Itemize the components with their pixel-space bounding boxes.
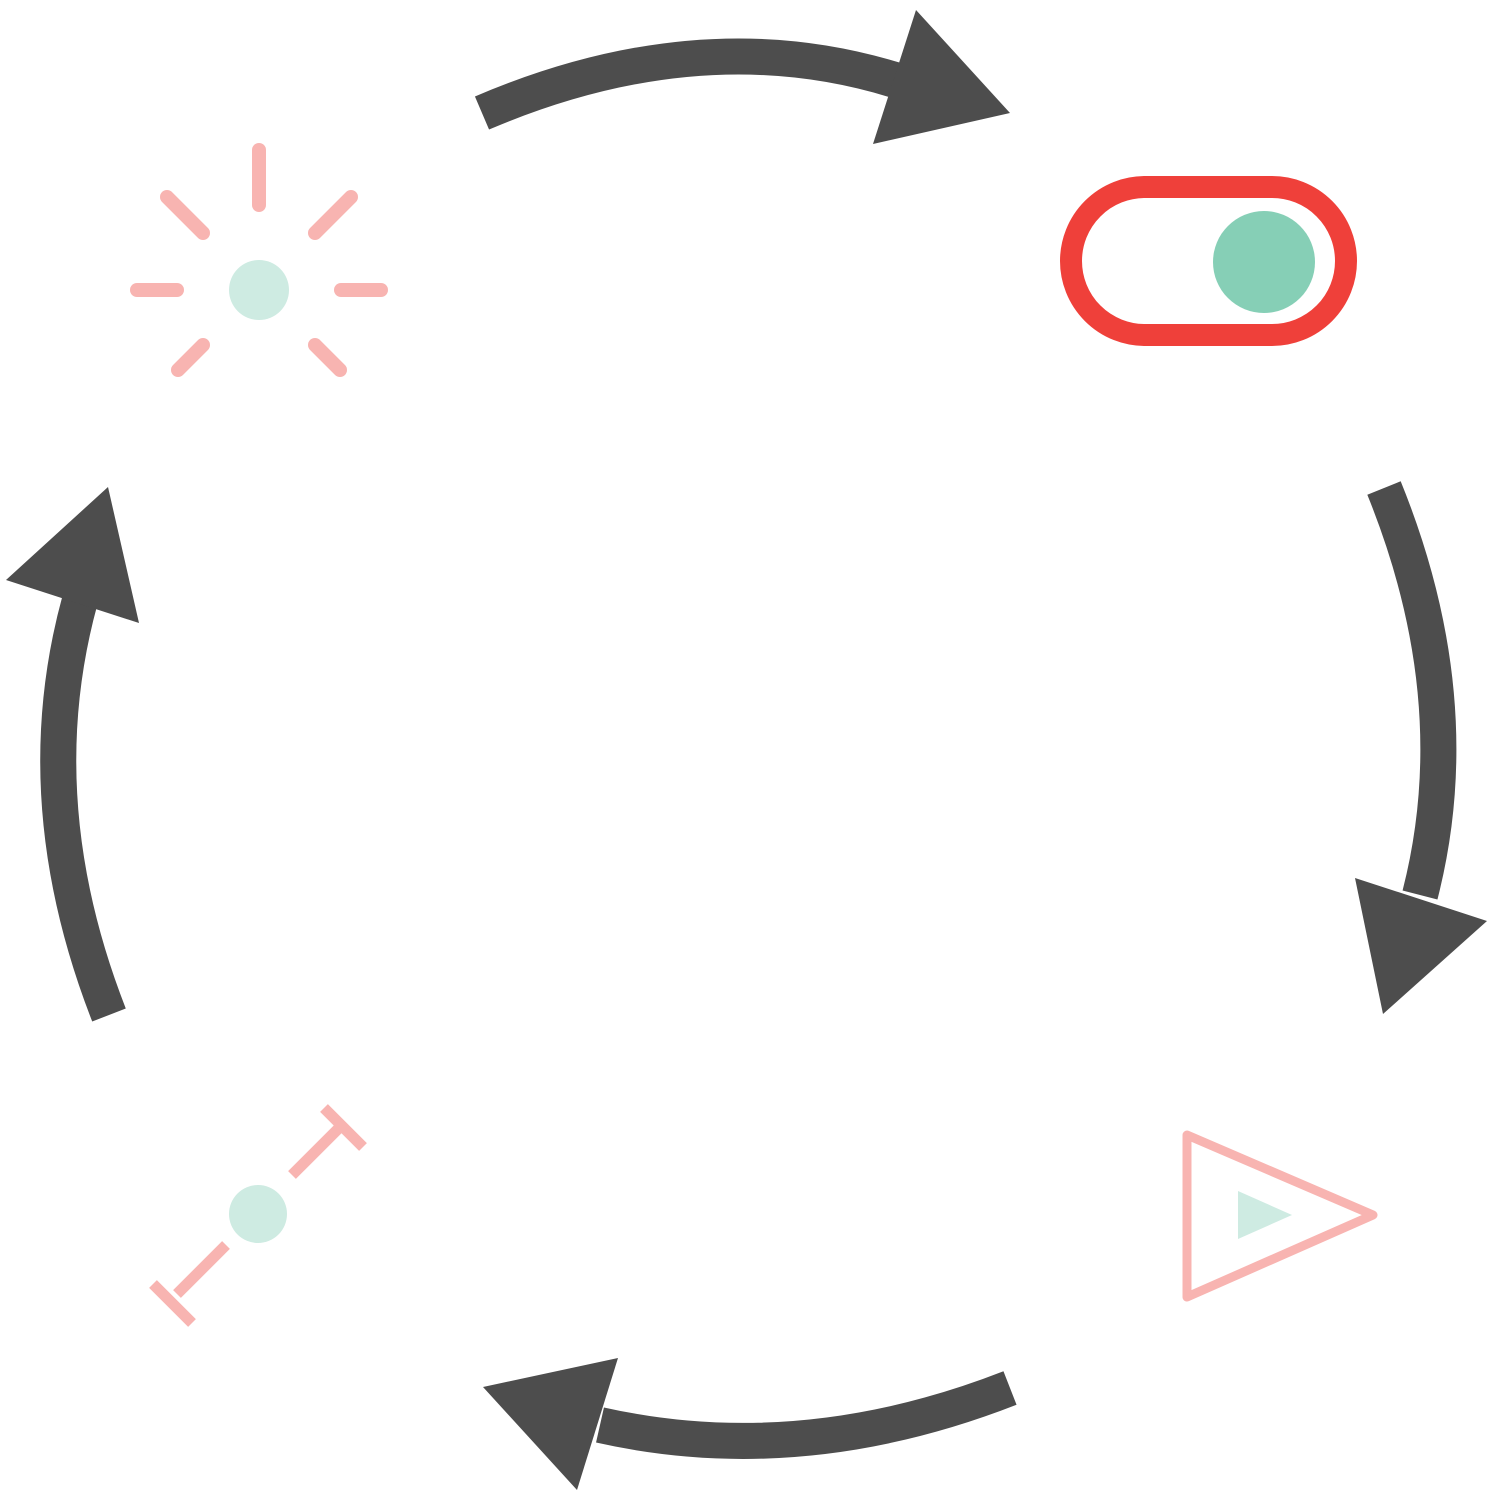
cycle-arrow-bottom-shaft xyxy=(596,1371,1017,1459)
cycle-arrow-top-head xyxy=(873,10,1010,144)
cycle-arrow-left-shaft xyxy=(40,595,126,1022)
toggle-switch-on-icon xyxy=(1060,176,1357,346)
cycle-arrow-top-shaft xyxy=(474,38,901,130)
play-triangle-icon xyxy=(1182,1130,1378,1302)
cycle-arrow-top xyxy=(474,10,1010,144)
resize-diagonal-icon xyxy=(149,1104,367,1327)
cycle-arrow-right-head xyxy=(1355,878,1487,1014)
toggle-knob xyxy=(1213,211,1315,313)
cycle-arrow-right-shaft xyxy=(1367,481,1457,900)
cycle-arrow-left-head xyxy=(6,487,139,623)
cycle-arrow-right xyxy=(1355,481,1487,1014)
cycle-arrow-bottom xyxy=(483,1358,1017,1490)
cycle-arrow-left xyxy=(6,487,139,1022)
cycle-arrow-bottom-head xyxy=(483,1358,618,1490)
sparkle-burst-icon xyxy=(130,143,388,377)
